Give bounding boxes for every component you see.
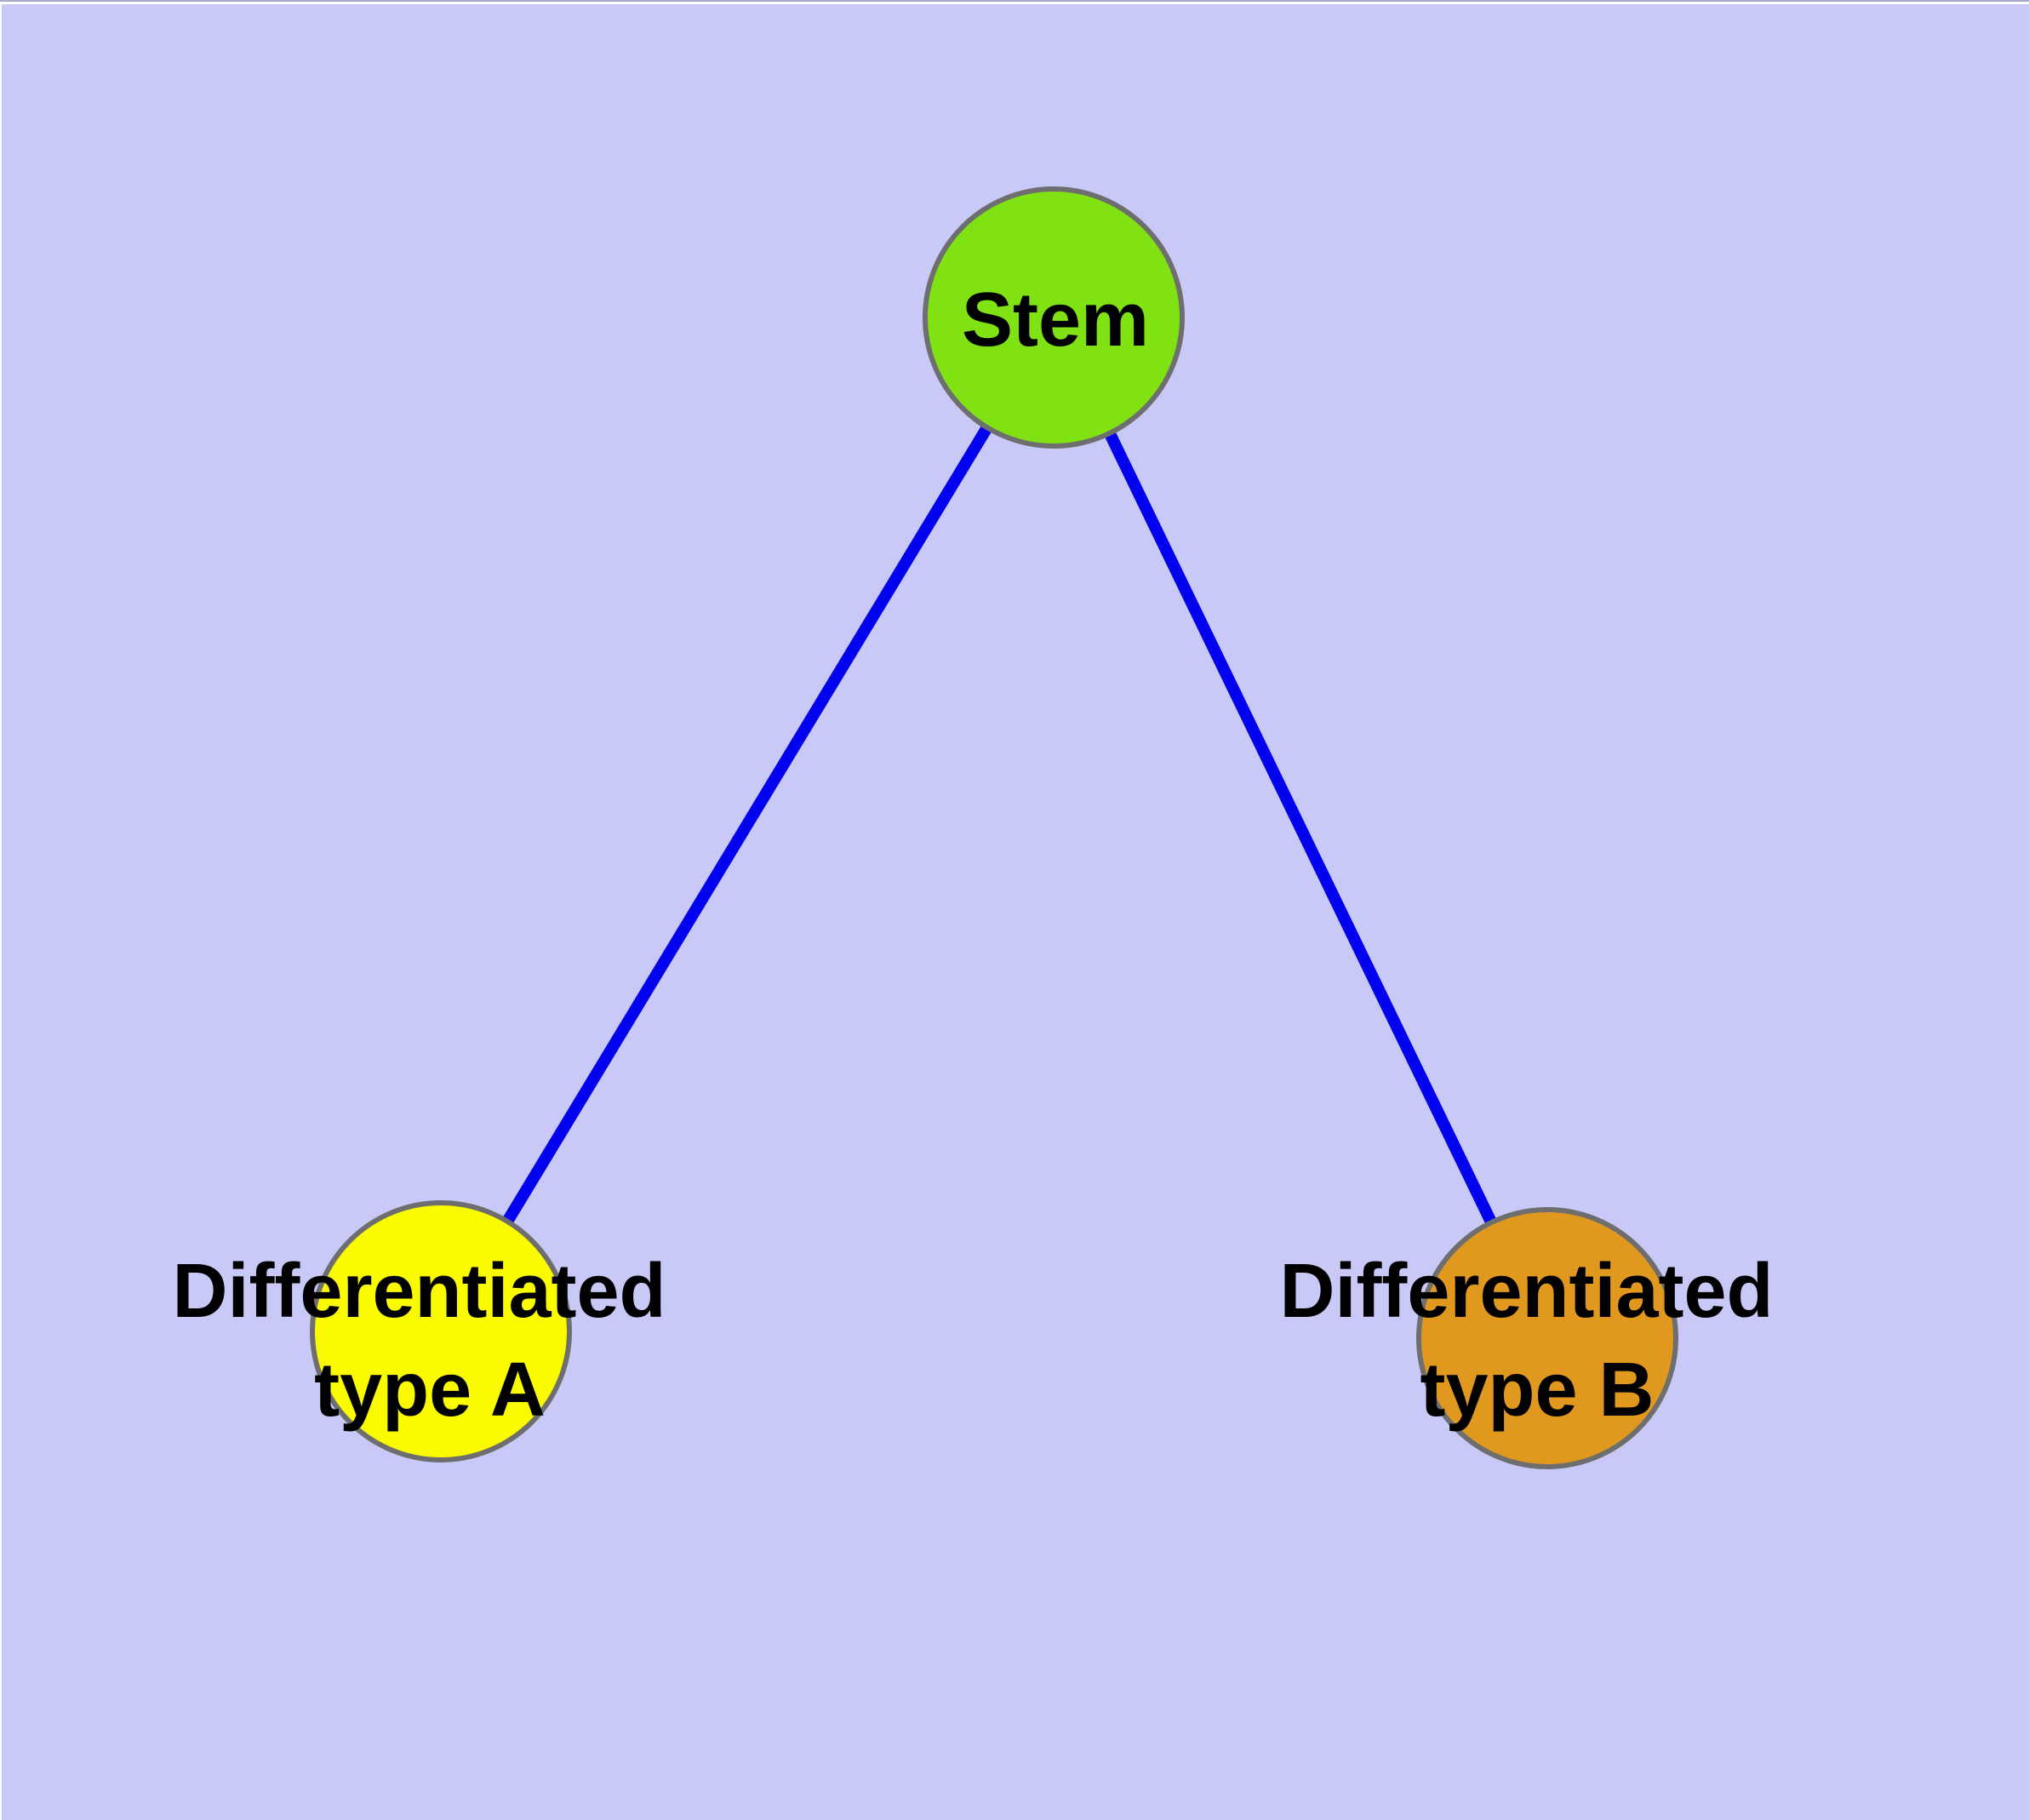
node-type-b-label: Differentiated type B	[1279, 1249, 1794, 1433]
node-type-b-label-line1: Differentiated	[1279, 1249, 1773, 1334]
node-type-b-circle	[1416, 1207, 1678, 1469]
node-type-a-label-line2: type A	[314, 1348, 546, 1433]
node-type-a-circle	[310, 1200, 572, 1462]
node-layer	[310, 186, 1678, 1469]
top-white-strip	[0, 2, 2029, 4]
node-type-b-label-line2: type B	[1420, 1348, 1654, 1433]
node-type-a-label: Differentiated type A	[172, 1249, 687, 1433]
node-stem-circle	[923, 186, 1185, 449]
left-white-strip	[0, 2, 2, 1820]
edge-stem-to-type-a	[436, 314, 1059, 1335]
edge-layer	[436, 314, 1553, 1342]
edge-stem-to-type-b	[1048, 314, 1553, 1342]
label-layer: Stem Differentiated type A Differentiate…	[172, 278, 1794, 1433]
node-stem-label: Stem	[962, 278, 1149, 363]
top-hairline	[0, 0, 2029, 2]
node-type-a-label-line1: Differentiated	[172, 1249, 666, 1334]
